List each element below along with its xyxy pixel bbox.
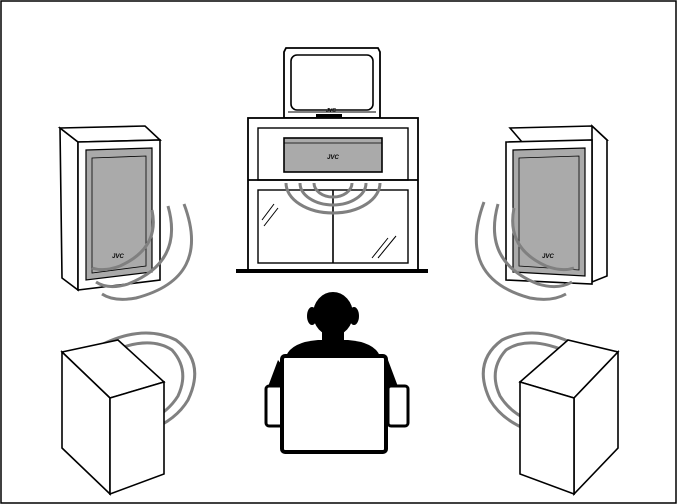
front-left-speaker: JVC bbox=[60, 126, 160, 290]
television: JVC bbox=[284, 48, 380, 118]
front-right-logo: JVC bbox=[542, 254, 554, 260]
listener-head bbox=[313, 292, 353, 336]
listener-chair bbox=[266, 356, 408, 452]
front-left-logo: JVC bbox=[112, 254, 124, 260]
tv-logo: JVC bbox=[326, 108, 336, 114]
tv-screen bbox=[291, 55, 373, 110]
front-right-speaker: JVC bbox=[506, 126, 607, 284]
center-unit-logo: JVC bbox=[327, 155, 339, 161]
chair-back bbox=[282, 356, 386, 452]
center-unit: JVC bbox=[284, 138, 382, 172]
